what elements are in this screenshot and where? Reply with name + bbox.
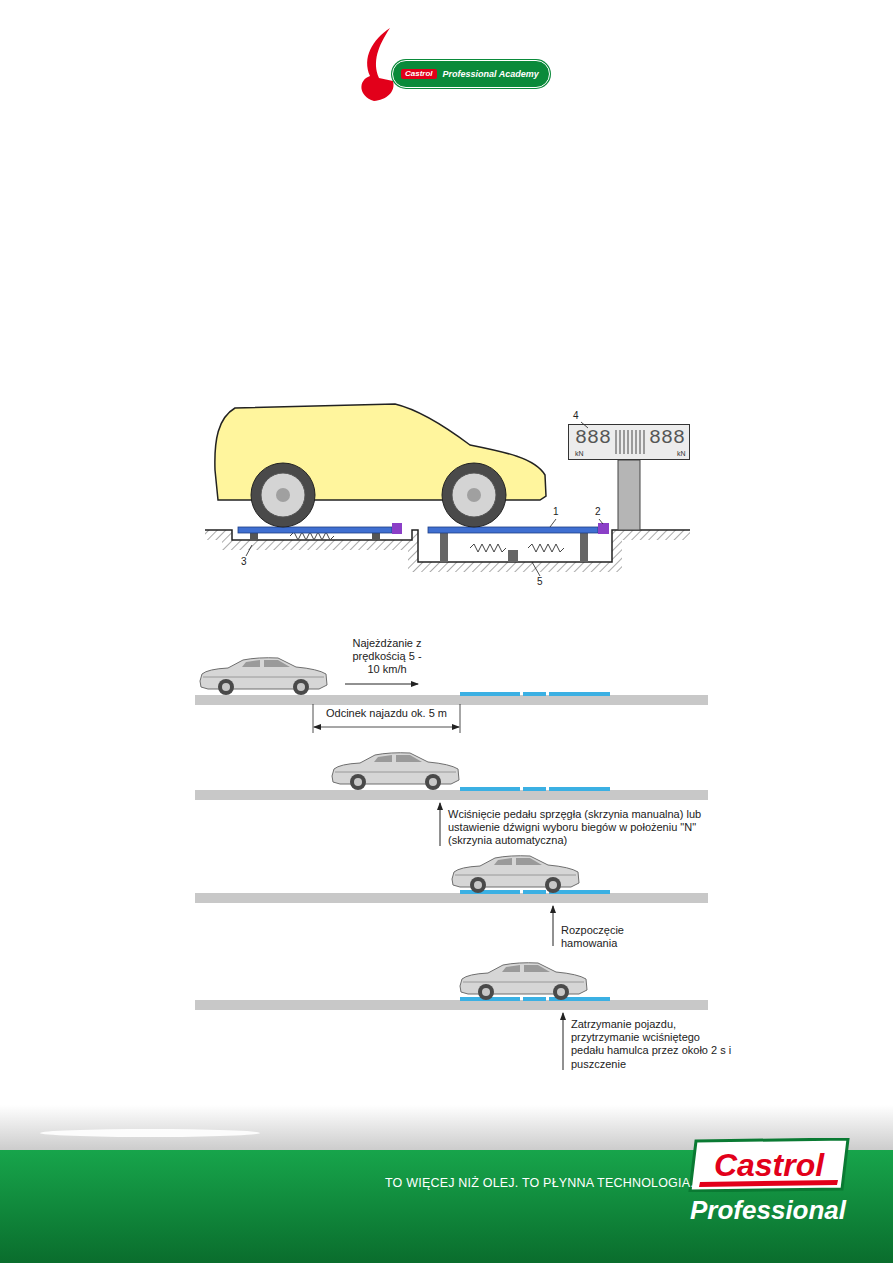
academy-name: Professional Academy	[443, 70, 539, 79]
brake-tester-part	[568, 424, 690, 460]
test-sequence-part	[314, 727, 459, 728]
brake-tester-part	[467, 488, 481, 502]
brake-tester-part	[440, 533, 448, 562]
brake-tester-part	[250, 533, 258, 540]
brake-tester-part-part	[627, 430, 629, 454]
brake-tester-part	[598, 523, 609, 534]
test-sequence-part-part	[460, 692, 520, 696]
test-sequence-part-part	[523, 997, 546, 1001]
test-sequence-part	[195, 893, 708, 903]
footer-band-part	[40, 1129, 260, 1137]
brand-name: Castrol	[714, 1149, 824, 1181]
unit-label: kN	[575, 450, 584, 457]
brand-shield: Castrol	[688, 1138, 850, 1192]
test-sequence-part	[460, 963, 587, 1000]
brake-tester-part	[205, 530, 690, 572]
brake-tester-part-part	[619, 430, 621, 454]
brake-tester-part	[238, 527, 392, 533]
callout-number: 4	[573, 410, 579, 422]
brake-tester-part	[251, 463, 315, 527]
shield-stripe	[699, 1180, 838, 1187]
step-note: Najeżdżanie z prędkością 5 - 10 km/h	[346, 637, 428, 677]
step-note: Zatrzymanie pojazdu, przytrzymanie wciśn…	[571, 1018, 736, 1071]
test-sequence-part	[460, 704, 461, 733]
brake-tester-part-part	[643, 430, 645, 454]
shield-shape	[690, 1139, 848, 1191]
test-sequence-part-part	[549, 787, 610, 791]
brake-tester-part	[452, 473, 496, 517]
brake-tester-part	[276, 488, 290, 502]
brake-tester-part	[246, 545, 252, 556]
force-display: 888 kN 888 kN	[568, 424, 690, 460]
slogan: TO WIĘCEJ NIŻ OLEJ. TO PŁYNNA TECHNOLOGI…	[385, 1176, 694, 1191]
brake-tester-part-part	[635, 430, 637, 454]
test-sequence-part	[313, 704, 314, 733]
test-sequence-part	[195, 1000, 708, 1010]
step-note: Wciśnięcie pedału sprzęgła (skrzynia man…	[448, 808, 720, 848]
brake-tester-part-part	[615, 430, 617, 454]
brake-tester-part	[580, 533, 588, 562]
brake-tester-part	[615, 430, 645, 454]
test-sequence-part	[553, 906, 554, 946]
test-sequence-part-part	[523, 890, 546, 894]
test-sequence-part-part	[460, 787, 520, 791]
test-sequence-part	[332, 753, 459, 790]
test-sequence-part-part	[549, 692, 610, 696]
step-note: Rozpoczęcie hamowania	[561, 924, 651, 950]
brake-tester-part	[508, 550, 518, 562]
brake-tester-part	[392, 523, 402, 534]
brake-tester-part	[528, 544, 564, 552]
brake-tester-part	[261, 473, 305, 517]
callout-number: 5	[537, 576, 543, 588]
test-sequence-part	[440, 803, 441, 846]
test-sequence-part-part	[460, 890, 520, 894]
brake-tester-part	[532, 562, 540, 576]
brake-tester-part-part	[623, 430, 625, 454]
footer-band	[0, 1105, 893, 1263]
test-sequence-part-part	[523, 787, 546, 791]
brake-tester-part-part	[631, 430, 633, 454]
brake-tester-part	[550, 519, 556, 527]
brake-tester	[205, 404, 690, 576]
test-sequence-part	[200, 658, 327, 695]
test-sequence-part	[452, 856, 579, 893]
test-sequence-part	[195, 790, 708, 800]
logo-figure	[361, 28, 393, 101]
brake-tester-part-part	[639, 430, 641, 454]
footer-band-part	[0, 1150, 893, 1263]
test-sequence	[195, 658, 708, 1070]
callout-number: 2	[595, 506, 601, 518]
dimension-label: Odcinek najazdu ok. 5 m	[303, 707, 470, 720]
brand-subtitle: Professional	[690, 1195, 846, 1226]
unit-label: kN	[677, 450, 686, 457]
test-sequence-part	[195, 695, 708, 705]
test-sequence-part	[460, 692, 610, 1001]
test-sequence-part	[345, 684, 418, 685]
callout-number: 3	[241, 556, 247, 568]
logo-badge: Castrol Professional Academy	[392, 60, 550, 88]
brake-tester-part	[205, 530, 690, 562]
display-digits: 888	[649, 428, 685, 448]
brake-tester-part	[599, 519, 603, 524]
test-sequence-part-part	[523, 692, 546, 696]
logo-word: Castrol	[401, 69, 437, 79]
test-sequence-part	[563, 1013, 564, 1070]
brake-tester-part	[470, 544, 506, 552]
callout-number: 1	[553, 506, 559, 518]
brake-tester-part	[428, 527, 598, 533]
brake-tester-part	[618, 460, 640, 530]
display-digits: 888	[575, 428, 611, 448]
brake-tester-part	[372, 533, 380, 540]
brake-tester-part	[442, 463, 506, 527]
